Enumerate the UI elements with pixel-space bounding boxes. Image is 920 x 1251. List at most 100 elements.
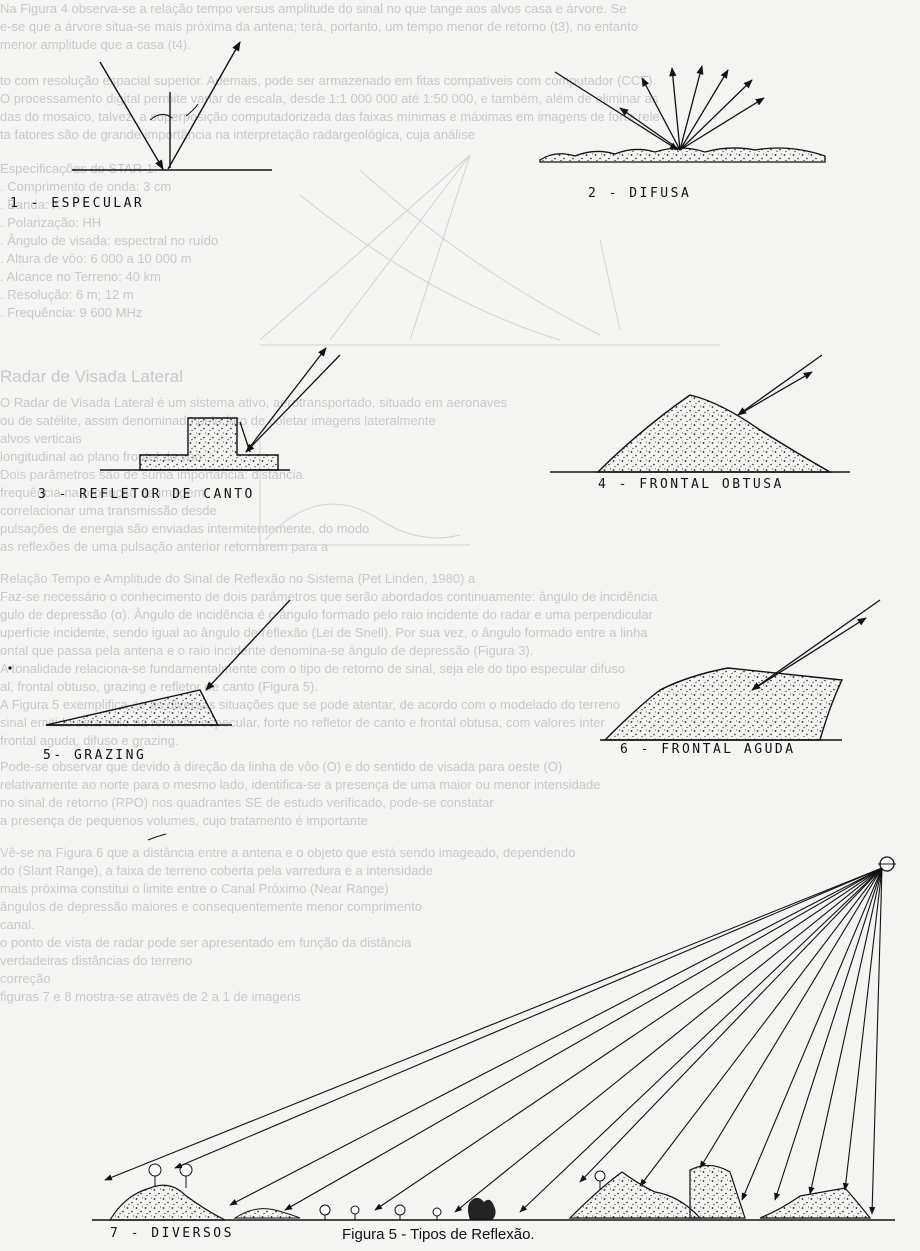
bleed-line: al, frontal obtuso, grazing e refletor d… bbox=[0, 679, 318, 694]
terrain-mound bbox=[603, 667, 844, 741]
radar-ray bbox=[229, 867, 883, 1206]
radar-ray bbox=[808, 867, 883, 1195]
radar-ray bbox=[374, 867, 883, 1211]
bleed-line: ta fatores são de grande importância na … bbox=[0, 127, 475, 142]
reflected-ray bbox=[245, 347, 327, 453]
hill-feature bbox=[568, 1171, 702, 1219]
bleed-line: ontal que passa pela antena e o raio inc… bbox=[0, 643, 534, 658]
building-block bbox=[139, 417, 279, 471]
bleed-through-text-top: Na Figura 4 observa-se a relação tempo v… bbox=[0, 0, 920, 350]
tree-icon bbox=[350, 1205, 360, 1215]
reflected-ray bbox=[167, 41, 241, 170]
panel-grazing-diagram bbox=[8, 599, 291, 726]
terrain-mound bbox=[596, 394, 833, 473]
bleed-line: A tonalidade relaciona-se fundamentalmen… bbox=[0, 661, 626, 676]
bleed-line: gulo de depressão (α). Ângulo de incidên… bbox=[0, 607, 653, 622]
bleed-line: O processamento digital permite variar d… bbox=[0, 91, 659, 106]
panel-label-frontal-aguda: 6 - FRONTAL AGUDA bbox=[620, 742, 796, 757]
hill-feature bbox=[108, 1184, 226, 1221]
bleed-line: canal. bbox=[0, 917, 35, 932]
panel-label-frontal-obtusa: 4 - FRONTAL OBTUSA bbox=[598, 477, 784, 492]
panel-label-especular: 1 - ESPECULAR bbox=[10, 196, 145, 211]
radar-ray bbox=[579, 867, 883, 1183]
radar-ray bbox=[699, 867, 883, 1169]
bleed-line: . Alcance no Terreno: 40 km bbox=[0, 269, 161, 284]
bleed-line: verdadeiras distâncias do terreno bbox=[0, 953, 193, 968]
tree-icon bbox=[432, 1207, 442, 1217]
bleed-line: . Polarização: HH bbox=[0, 215, 102, 230]
bleed-line: o ponto de vista de radar pode ser apres… bbox=[0, 935, 412, 950]
scatter-ray bbox=[679, 69, 729, 151]
radar-ray bbox=[454, 867, 883, 1213]
hill-feature bbox=[233, 1208, 301, 1219]
bleed-line: . Altura de vôo: 6 000 a 10 000 m bbox=[0, 251, 192, 266]
figure-caption: Figura 5 - Tipos de Reflexão. bbox=[342, 1226, 535, 1243]
bleed-line: as reflexões de uma pulsação anterior re… bbox=[0, 539, 329, 554]
bleed-line: . Ângulo de visada: espectral no ruído bbox=[0, 233, 219, 248]
bleed-line: das do mosaico, talvez, a superposição c… bbox=[0, 109, 660, 124]
panel-label-refletor-canto: 3 - REFLETOR DE CANTO bbox=[38, 487, 255, 502]
bleed-line: no sinal de retorno (RPO) nos quadrantes… bbox=[0, 795, 494, 810]
rough-surface bbox=[539, 147, 826, 163]
scatter-ray bbox=[619, 107, 681, 151]
bleed-line: menor amplitude que a casa (t4). bbox=[0, 37, 191, 52]
radar-ray bbox=[869, 867, 883, 1215]
bleed-line: Vê-se na Figura 6 que a distância entre … bbox=[0, 845, 576, 860]
bleed-through-diagram bbox=[230, 154, 720, 546]
bleed-line: . Resolução: 6 m; 12 m bbox=[0, 287, 134, 302]
bleed-line: Radar de Visada Lateral bbox=[0, 368, 184, 386]
bleed-line: frequência na produção da imagem bbox=[0, 485, 205, 500]
radar-ray bbox=[741, 867, 883, 1201]
reflected-ray bbox=[737, 371, 813, 416]
panel-diversos-diagram bbox=[92, 833, 896, 1221]
tree-icon bbox=[179, 1163, 193, 1177]
hill-feature bbox=[759, 1187, 872, 1219]
tree-icon bbox=[319, 1204, 331, 1216]
bleed-line: to com resolução espacial superior. Adem… bbox=[0, 73, 657, 88]
scatter-ray bbox=[669, 67, 681, 151]
panel-especular-diagram bbox=[72, 41, 272, 171]
bleed-line: Especificações do STAR-1: bbox=[0, 161, 158, 176]
bleed-line: do (Slant Range), a faixa de terreno cob… bbox=[0, 863, 433, 878]
bleed-line: Faz-se necessário o conhecimento de dois… bbox=[0, 589, 658, 604]
bleed-line: mais próxima constitui o limite entre o … bbox=[0, 881, 389, 896]
bleed-line: uperfície incidente, sendo igual ao ângu… bbox=[0, 625, 648, 640]
bleed-line: frontal aguda, difuso e grazing. bbox=[0, 733, 179, 748]
incident-ray bbox=[99, 61, 164, 170]
panel-label-difusa: 2 - DIFUSA bbox=[588, 186, 692, 201]
incident-ray bbox=[205, 599, 291, 691]
scatter-ray bbox=[679, 79, 753, 151]
incident-ray bbox=[751, 599, 881, 691]
bleed-line: Relação Tempo e Amplitude do Sinal de Re… bbox=[0, 571, 476, 586]
incident-ray bbox=[554, 71, 679, 151]
radar-ray bbox=[842, 867, 883, 1191]
bleed-line: . Comprimento de onda: 3 cm bbox=[0, 179, 172, 194]
panel-refletor-canto-diagram bbox=[100, 347, 341, 471]
bleed-through-text-middle: Radar de Visada Lateral O Radar de Visad… bbox=[0, 368, 920, 1008]
tree-icon bbox=[594, 1170, 606, 1182]
bleed-line: . Frequência: 9 600 MHz bbox=[0, 305, 143, 320]
hill-feature bbox=[689, 1164, 746, 1219]
bleed-line: e-se que a árvore situa-se mais próxima … bbox=[0, 19, 639, 34]
bleed-line: a presença de pequenos volumes, cujo tra… bbox=[0, 813, 368, 828]
bleed-line: correlacionar uma transmissão desde bbox=[0, 503, 217, 518]
panel-difusa-diagram bbox=[539, 65, 826, 163]
radar-ray bbox=[639, 867, 883, 1187]
panel-frontal-aguda-diagram bbox=[600, 599, 881, 741]
incident-ray bbox=[245, 354, 341, 453]
panel-label-grazing: 5- GRAZING bbox=[43, 748, 147, 763]
radar-ray bbox=[174, 867, 883, 1169]
scatter-ray bbox=[679, 97, 765, 151]
radar-ray bbox=[519, 867, 883, 1213]
scatter-ray bbox=[679, 65, 704, 151]
incident-ray bbox=[737, 354, 823, 416]
panel-frontal-obtusa-diagram bbox=[550, 354, 850, 473]
bleed-line: . Banda: X bbox=[0, 197, 61, 212]
panel-label-diversos: 7 - DIVERSOS bbox=[110, 1226, 234, 1241]
tree-icon bbox=[148, 1163, 162, 1177]
reflected-ray bbox=[751, 617, 867, 691]
bleed-line: pulsações de energia são enviadas interm… bbox=[0, 521, 370, 536]
bleed-line: Pode-se observar que devido à direção da… bbox=[0, 759, 563, 774]
